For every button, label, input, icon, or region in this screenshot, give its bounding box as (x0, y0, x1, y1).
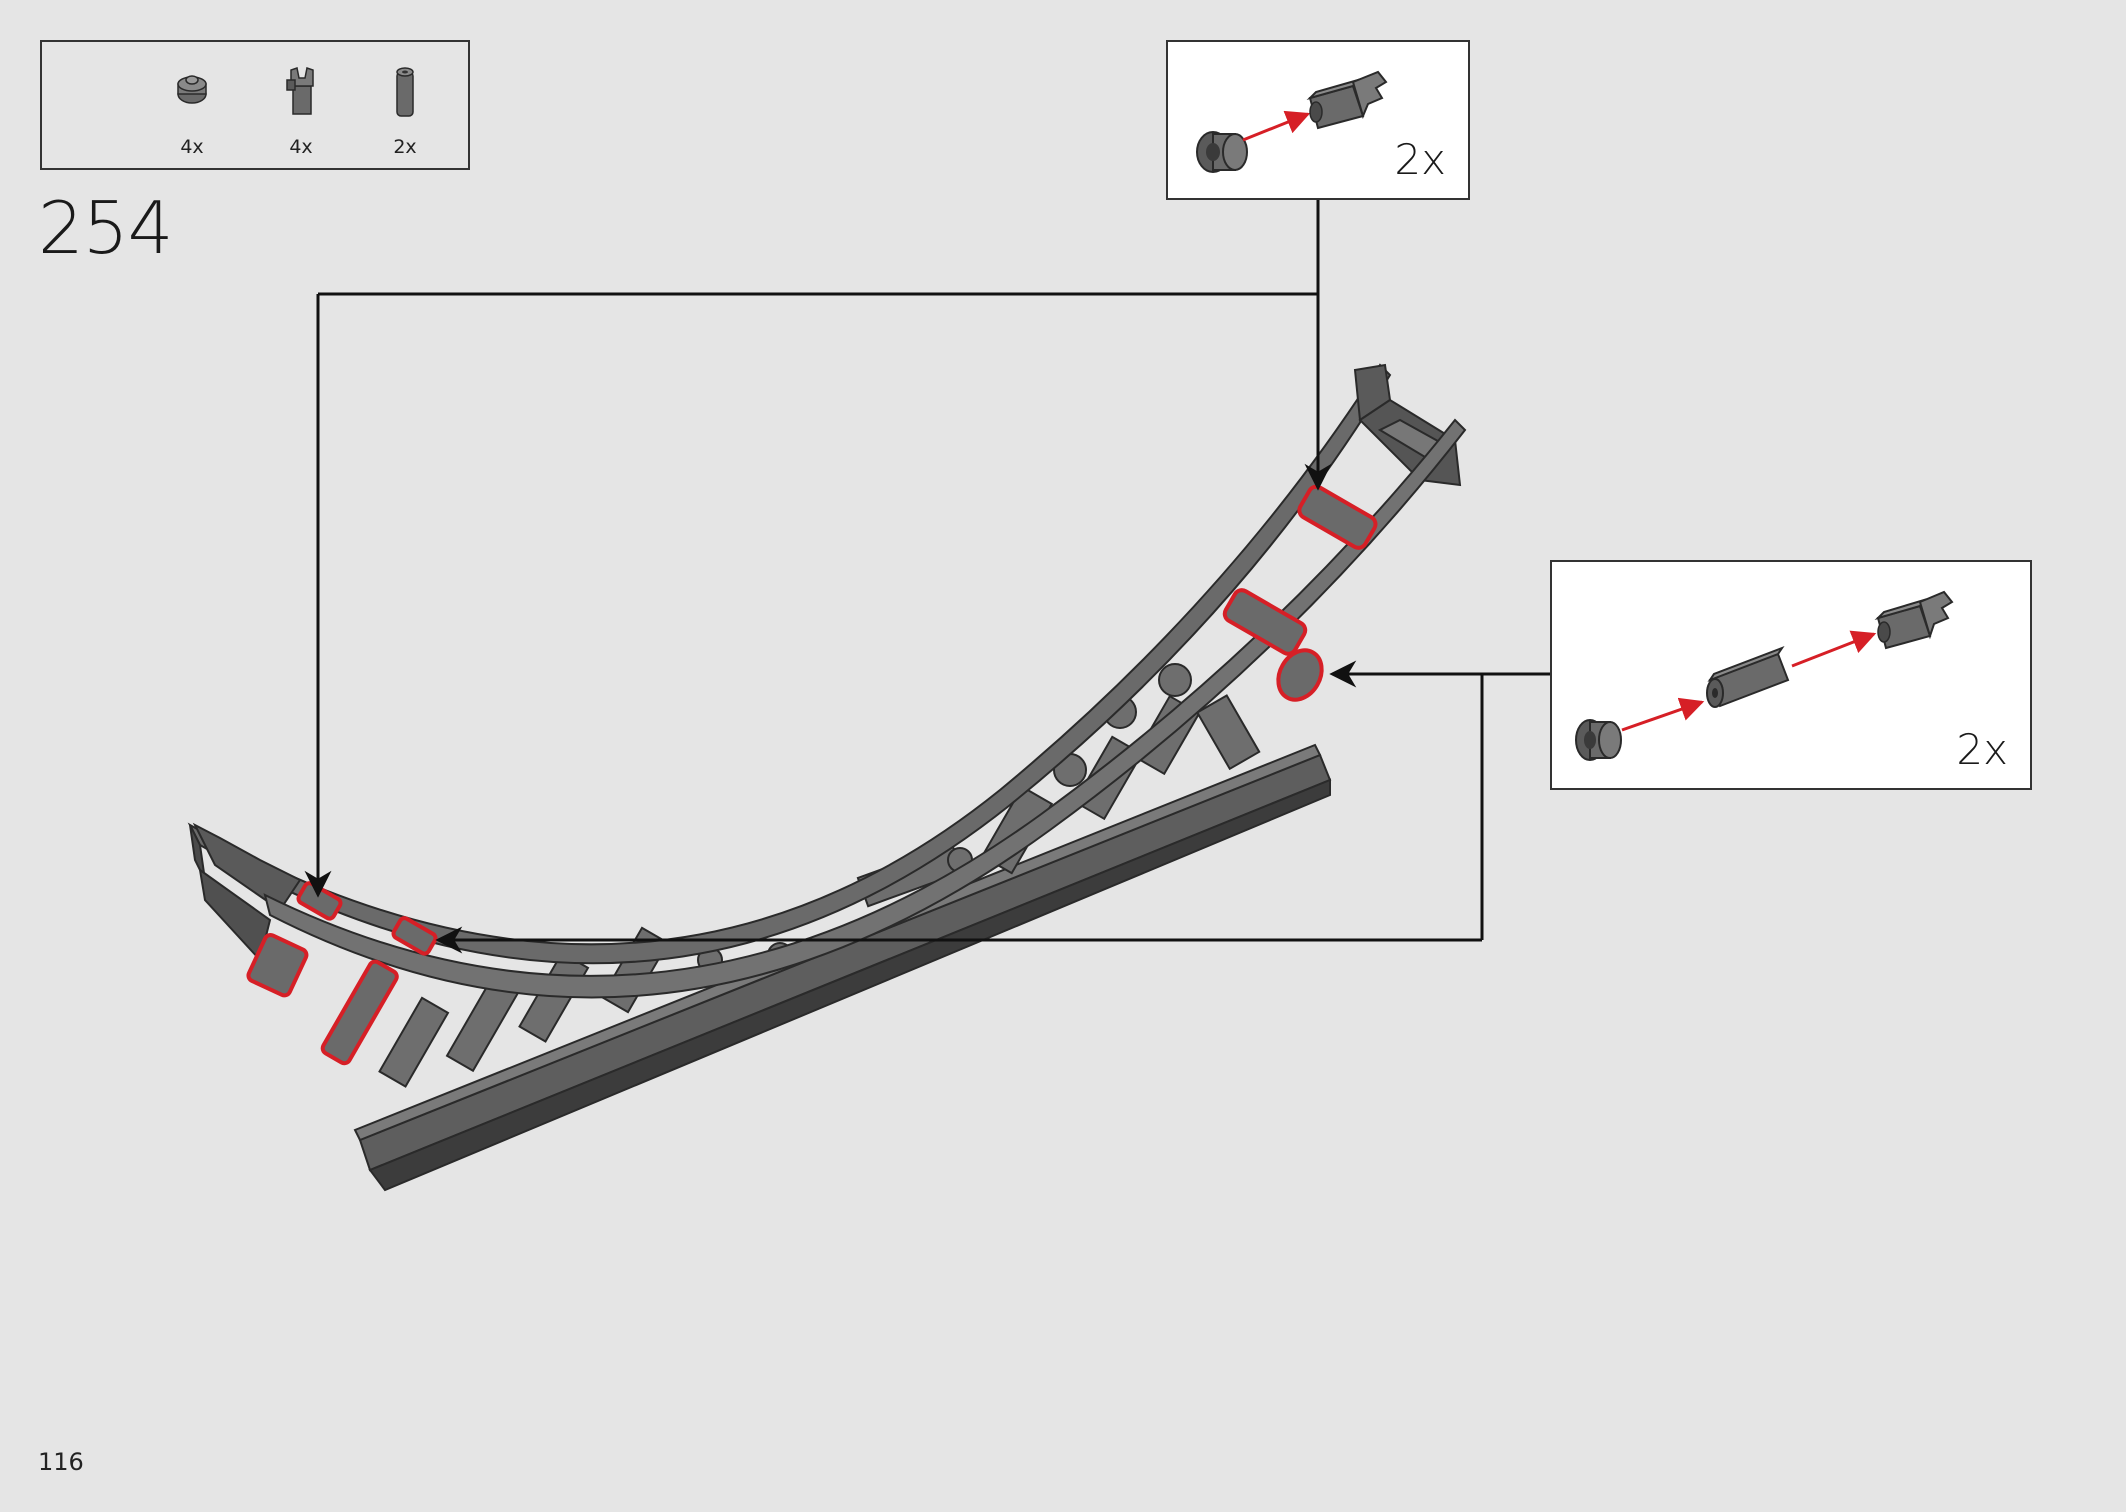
callout-right: 2x (1550, 560, 2032, 790)
axle-connector-icon (1706, 645, 1790, 708)
guide-lines (304, 198, 1550, 954)
callout-right-illustration (1575, 590, 1954, 761)
right-bracket (1353, 363, 1462, 487)
part-qty-clip: 4x (289, 136, 313, 158)
part-clip: 4x (266, 62, 336, 162)
page-number: 116 (38, 1448, 84, 1476)
parts-list-box: 4x 4x 2x (40, 40, 470, 170)
clip-connector-icon (286, 67, 314, 115)
step-number: 254 (38, 186, 173, 270)
outer-rail (187, 363, 1392, 965)
clip-connector-icon (1874, 590, 1954, 650)
part-qty-axle-connector: 2x (393, 136, 417, 158)
callout-right-qty: 2x (1956, 725, 2008, 774)
bushing-icon (1196, 131, 1248, 173)
callout-top-qty: 2x (1394, 135, 1446, 184)
part-qty-bushing: 4x (180, 136, 204, 158)
bushing-icon (1575, 719, 1622, 761)
base-plate (353, 743, 1332, 1192)
callout-top: 2x (1166, 40, 1470, 200)
part-bushing: 4x (157, 62, 227, 162)
bushing-icon (177, 75, 207, 104)
callout-top-illustration (1196, 70, 1388, 173)
part-axle-connector: 2x (370, 62, 440, 162)
axle-connector-icon (396, 67, 414, 117)
inner-rail (263, 418, 1467, 999)
clip-connector-icon (1306, 70, 1388, 130)
